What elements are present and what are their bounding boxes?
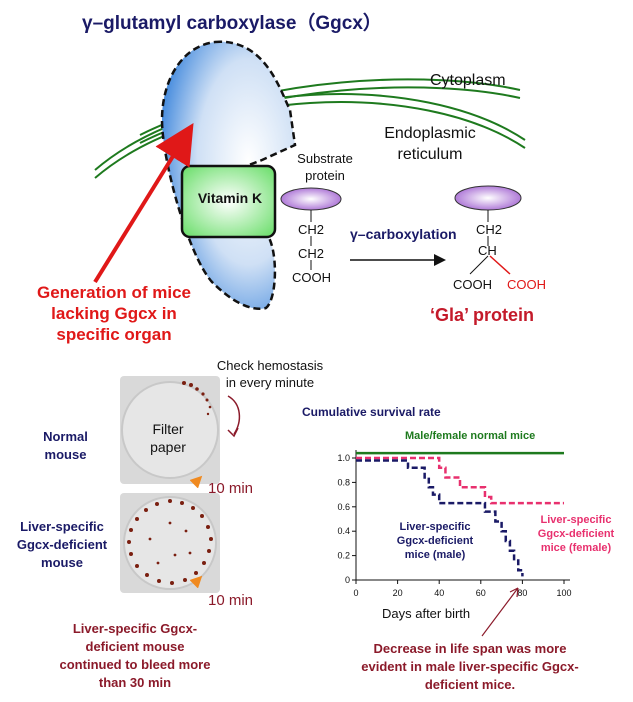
x-axis-label: Days after birth — [382, 606, 471, 621]
chain-right-cooh-red: COOH — [507, 277, 546, 292]
substrate-protein-ellipse — [280, 187, 342, 211]
normal-filter-dish — [120, 376, 220, 484]
bleed-note-line: deficient mouse — [85, 639, 185, 654]
generation-label: Generation of mice lacking Ggcx in speci… — [14, 282, 214, 345]
normal-filter-svg — [121, 381, 219, 479]
female-label-line: Ggcx-deficient — [537, 528, 615, 540]
filter-paper-label: Filter paper — [140, 420, 196, 456]
male-series-label: Liver-specific Ggcx-deficient mice (male… — [380, 520, 490, 562]
page-title: γ–glutamyl carboxylase（Ggcx） — [82, 13, 382, 34]
y-tick-label: 0 — [345, 575, 350, 585]
liver-mouse-line: Liver-specific — [20, 519, 104, 534]
generation-line: specific organ — [56, 325, 172, 344]
normal-mouse-line: mouse — [44, 447, 87, 462]
rotation-arrow-icon — [227, 395, 241, 438]
vitamin-k-box — [180, 164, 277, 239]
decrease-note: Decrease in life span was more evident i… — [320, 640, 620, 694]
decrease-note-line: Decrease in life span was more — [373, 641, 567, 656]
normal-mouse-label: Normal mouse — [28, 428, 103, 464]
chart-axes: 0 20 40 60 80 100 0 0.2 0.4 0.6 0.8 1.0 — [337, 450, 572, 598]
filter-paper-line: Filter — [152, 421, 184, 437]
orange-marker-icon — [190, 475, 203, 488]
chain-right-ch2: CH2 — [476, 222, 503, 237]
substrate-label-line: protein — [305, 168, 345, 183]
carboxylation-label: γ–carboxylation — [350, 226, 457, 242]
liver-mouse-label: Liver-specific Ggcx-deficient mouse — [8, 518, 116, 572]
decrease-note-line: deficient mice. — [424, 677, 516, 692]
series-line — [356, 459, 524, 577]
x-tick-label: 60 — [476, 588, 486, 598]
filter-paper-line: paper — [150, 439, 186, 455]
er-label-line: reticulum — [397, 146, 463, 163]
er-label: Endoplasmic reticulum — [370, 123, 490, 165]
male-label-line: mice (male) — [404, 549, 466, 561]
er-label-line: Endoplasmic — [384, 125, 476, 142]
hemostasis-label: Check hemostasis in every minute — [205, 357, 335, 391]
orange-marker-icon-bottom — [190, 575, 203, 588]
ten-min-label-top: 10 min — [208, 480, 254, 497]
decrease-note-line: evident in male liver-specific Ggcx- — [361, 659, 579, 674]
bleed-note-line: Liver-specific Ggcx- — [72, 621, 198, 636]
female-label-line: Liver-specific — [540, 514, 612, 526]
liver-mouse-line: mouse — [41, 555, 83, 570]
male-label-line: Liver-specific — [399, 521, 471, 533]
y-tick-label: 0.2 — [337, 551, 350, 561]
chart-series — [356, 451, 564, 577]
liver-mouse-line: Ggcx-deficient — [16, 537, 108, 552]
liver-filter-svg — [123, 496, 217, 590]
female-series-label: Liver-specific Ggcx-deficient mice (fema… — [520, 513, 632, 555]
normal-mice-line-label: Male/female normal mice — [405, 430, 536, 442]
liver-blood-spots — [127, 499, 213, 585]
generation-line: Generation of mice — [37, 283, 191, 302]
female-label-line: mice (female) — [540, 542, 612, 554]
generation-line: lacking Ggcx in — [51, 304, 177, 323]
male-label-line: Ggcx-deficient — [396, 535, 474, 547]
x-tick-label: 20 — [393, 588, 403, 598]
ten-min-label-bottom: 10 min — [208, 592, 254, 609]
y-tick-label: 0.4 — [337, 526, 350, 536]
y-tick-label: 0.8 — [337, 477, 350, 487]
x-tick-label: 100 — [556, 588, 571, 598]
cytoplasm-label: Cytoplasm — [430, 72, 506, 89]
chain-left-ch2-b: CH2 — [298, 246, 325, 261]
vitamin-k-label: Vitamin K — [197, 190, 263, 206]
bleed-note-line: continued to bleed more — [59, 657, 211, 672]
liver-filter-dish — [120, 493, 220, 593]
decrease-pointer-arrow — [481, 587, 519, 637]
normal-blood-spots — [182, 381, 212, 416]
gla-protein-label: ‘Gla’ protein — [430, 305, 535, 325]
series-line — [356, 456, 564, 505]
gla-protein-ellipse — [454, 185, 522, 211]
hemostasis-line: Check hemostasis — [216, 358, 324, 373]
x-tick-label: 80 — [517, 588, 527, 598]
x-tick-label: 0 — [353, 588, 358, 598]
survival-title: Cumulative survival rate — [302, 405, 441, 419]
generation-arrow — [93, 122, 194, 284]
carboxylation-diagram — [93, 40, 526, 311]
normal-mouse-line: Normal — [43, 429, 88, 444]
y-tick-label: 0.6 — [337, 502, 350, 512]
chain-right-ch: CH — [478, 243, 497, 258]
chain-left-cooh: COOH — [292, 270, 331, 285]
x-tick-label: 40 — [434, 588, 444, 598]
chain-right-cooh-black: COOH — [453, 277, 492, 292]
hemostasis-line: in every minute — [225, 375, 315, 390]
substrate-label: Substrate protein — [290, 150, 360, 184]
survival-chart: 0 20 40 60 80 100 0 0.2 0.4 0.6 0.8 1.0 — [337, 450, 572, 598]
chain-left-ch2-a: CH2 — [298, 222, 325, 237]
y-tick-label: 1.0 — [337, 453, 350, 463]
bleed-note: Liver-specific Ggcx- deficient mouse con… — [40, 620, 230, 692]
bleed-note-line: than 30 min — [98, 675, 172, 690]
substrate-label-line: Substrate — [297, 151, 353, 166]
